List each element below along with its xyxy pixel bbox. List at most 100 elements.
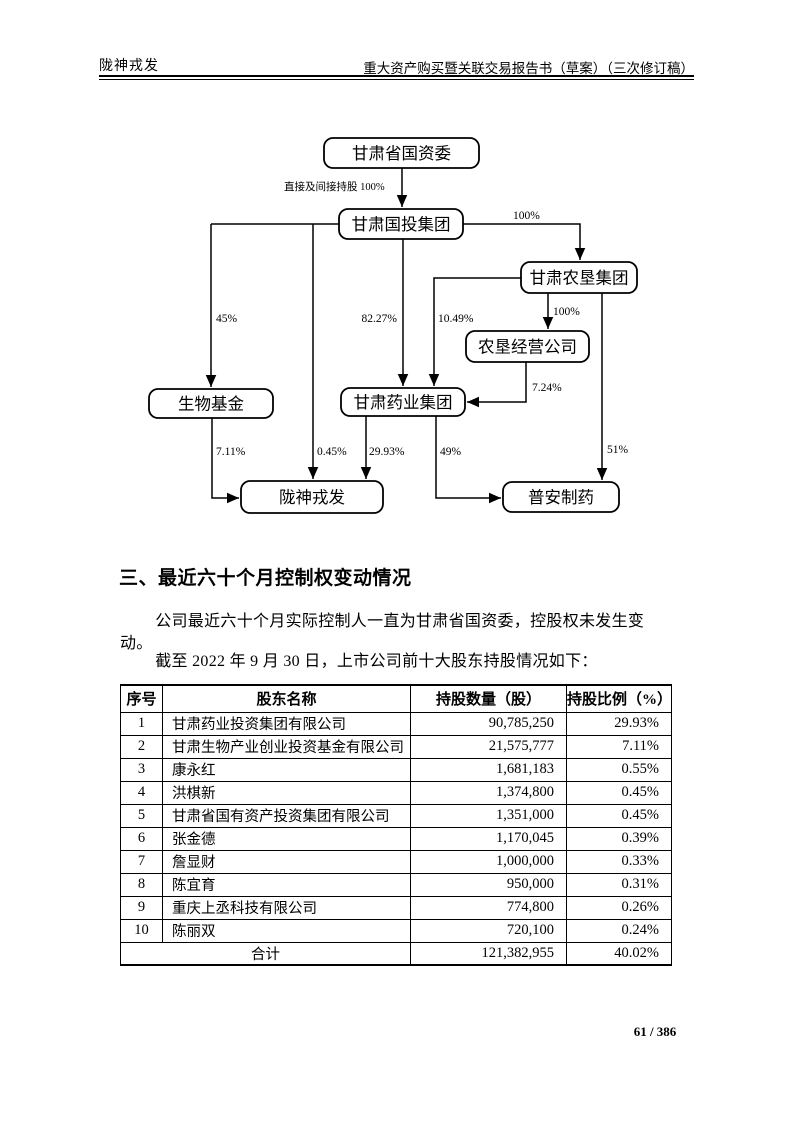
node-label-nkjy: 农垦经营公司 (478, 338, 577, 357)
rank-cell: 2 (120, 734, 163, 759)
table-row: 7 詹显财 1,000,000 0.33% (120, 849, 672, 874)
table-row: 10 陈丽双 720,100 0.24% (120, 918, 672, 943)
header-right-title: 重大资产购买暨关联交易报告书（草案）（三次修订稿） (363, 61, 694, 76)
table-header-row: 序号 股东名称 持股数量（股） 持股比例（%） (120, 684, 672, 713)
shareholder-name-cell: 张金德 (162, 826, 411, 851)
pct-cell: 0.55% (566, 757, 672, 782)
table-row: 9 重庆上丞科技有限公司 774,800 0.26% (120, 895, 672, 920)
total-shares-cell: 121,382,955 (410, 941, 567, 966)
edge-label-100-nkjy: 100% (553, 306, 580, 318)
node-swjj: 生物基金 (148, 388, 274, 419)
edge-label-direct-100: 直接及间接持股 100% (284, 180, 385, 193)
rank-cell: 1 (120, 711, 163, 736)
rank-cell: 7 (120, 849, 163, 874)
edge-label-7-11: 7.11% (216, 446, 246, 458)
table-row: 2 甘肃生物产业创业投资基金有限公司 21,575,777 7.11% (120, 734, 672, 759)
node-nkjy: 农垦经营公司 (465, 330, 590, 363)
shareholders-table: 序号 股东名称 持股数量（股） 持股比例（%） 1 甘肃药业投资集团有限公司 9… (120, 684, 672, 966)
table-row: 4 洪棋新 1,374,800 0.45% (120, 780, 672, 805)
node-gszgzw: 甘肃省国资委 (323, 137, 480, 169)
page-number: 61 / 386 (633, 1024, 677, 1039)
header-rule (99, 75, 694, 80)
node-label-swjj: 生物基金 (178, 395, 245, 414)
table-row: 5 甘肃省国有资产投资集团有限公司 1,351,000 0.45% (120, 803, 672, 828)
node-gsnk: 甘肃农垦集团 (520, 261, 638, 294)
shares-cell: 774,800 (410, 895, 567, 920)
table-row: 1 甘肃药业投资集团有限公司 90,785,250 29.93% (120, 711, 672, 736)
shares-cell: 1,351,000 (410, 803, 567, 828)
col-header-pct: 持股比例（%） (566, 684, 672, 713)
pct-cell: 0.45% (566, 803, 672, 828)
node-label-lssf: 陇神戎发 (279, 488, 345, 507)
col-header-rank: 序号 (120, 684, 163, 713)
node-lssf: 陇神戎发 (240, 480, 384, 514)
pct-cell: 0.24% (566, 918, 672, 943)
edge-gsyy-pazy (435, 416, 501, 504)
table-row: 8 陈宜育 950,000 0.31% (120, 872, 672, 897)
pct-cell: 0.33% (566, 849, 672, 874)
pct-cell: 29.93% (566, 711, 672, 736)
edge-nkjy-gsyy (467, 362, 527, 408)
edge-gsnk-gsyy (428, 277, 521, 386)
header-left-title: 陇神戎发 (99, 59, 159, 74)
shareholder-name-cell: 康永红 (162, 757, 411, 782)
rank-cell: 5 (120, 803, 163, 828)
edge-label-7-24: 7.24% (532, 382, 562, 394)
shares-cell: 1,681,183 (410, 757, 567, 782)
rank-cell: 6 (120, 826, 163, 851)
pct-cell: 0.39% (566, 826, 672, 851)
shareholder-name-cell: 詹显财 (162, 849, 411, 874)
edge-swjj-lssf (211, 418, 239, 504)
shareholder-name-cell: 甘肃省国有资产投资集团有限公司 (162, 803, 411, 828)
node-label-gsgt: 甘肃国投集团 (352, 215, 451, 234)
edge-label-100-gsnk: 100% (513, 210, 540, 222)
shareholder-name-cell: 陈丽双 (162, 918, 411, 943)
paragraph-control-change: 公司最近六十个月实际控制人一直为甘肃省国资委，控股权未发生变动。 (120, 613, 645, 652)
shareholder-name-cell: 甘肃药业投资集团有限公司 (162, 711, 411, 736)
edge-label-29-93: 29.93% (369, 446, 405, 458)
shares-cell: 21,575,777 (410, 734, 567, 759)
table-row: 3 康永红 1,681,183 0.55% (120, 757, 672, 782)
pct-cell: 7.11% (566, 734, 672, 759)
shares-cell: 1,170,045 (410, 826, 567, 851)
pct-cell: 0.45% (566, 780, 672, 805)
table-total-row: 合计 121,382,955 40.02% (120, 941, 672, 966)
edge-label-10-49: 10.49% (438, 313, 474, 325)
edge-label-82-27: 82.27% (362, 313, 398, 325)
shares-cell: 1,374,800 (410, 780, 567, 805)
node-label-gsnk: 甘肃农垦集团 (530, 269, 629, 288)
node-pazy: 普安制药 (502, 481, 620, 513)
shareholder-name-cell: 甘肃生物产业创业投资基金有限公司 (162, 734, 411, 759)
col-header-shares: 持股数量（股） (410, 684, 567, 713)
shares-cell: 720,100 (410, 918, 567, 943)
shares-cell: 90,785,250 (410, 711, 567, 736)
total-pct-cell: 40.02% (566, 941, 672, 966)
pct-cell: 0.26% (566, 895, 672, 920)
rank-cell: 4 (120, 780, 163, 805)
edge-gsgt-gsnk (463, 223, 586, 260)
node-label-gszgzw: 甘肃省国资委 (352, 144, 451, 163)
table-row: 6 张金德 1,170,045 0.39% (120, 826, 672, 851)
shareholder-name-cell: 重庆上丞科技有限公司 (162, 895, 411, 920)
pct-cell: 0.31% (566, 872, 672, 897)
node-gsyy: 甘肃药业集团 (340, 387, 466, 417)
rank-cell: 9 (120, 895, 163, 920)
ownership-structure-chart: 直接及间接持股 100% 100% 45% 82.27% 10.49% 100%… (148, 137, 638, 514)
rank-cell: 10 (120, 918, 163, 943)
edge-label-49: 49% (440, 446, 462, 458)
node-label-pazy: 普安制药 (528, 488, 594, 507)
node-gsgt: 甘肃国投集团 (338, 208, 464, 240)
paragraph-table-intro: 截至 2022 年 9 月 30 日，上市公司前十大股东持股情况如下： (155, 653, 598, 670)
shares-cell: 950,000 (410, 872, 567, 897)
col-header-shareholder: 股东名称 (162, 684, 411, 713)
shareholder-name-cell: 洪棋新 (162, 780, 411, 805)
total-label-cell: 合计 (120, 941, 411, 966)
edge-label-45: 45% (216, 313, 238, 325)
edge-label-0-45: 0.45% (317, 446, 347, 458)
section-heading: 三、最近六十个月控制权变动情况 (119, 568, 412, 589)
rank-cell: 3 (120, 757, 163, 782)
shares-cell: 1,000,000 (410, 849, 567, 874)
shareholder-name-cell: 陈宜育 (162, 872, 411, 897)
edge-label-51: 51% (607, 444, 629, 456)
